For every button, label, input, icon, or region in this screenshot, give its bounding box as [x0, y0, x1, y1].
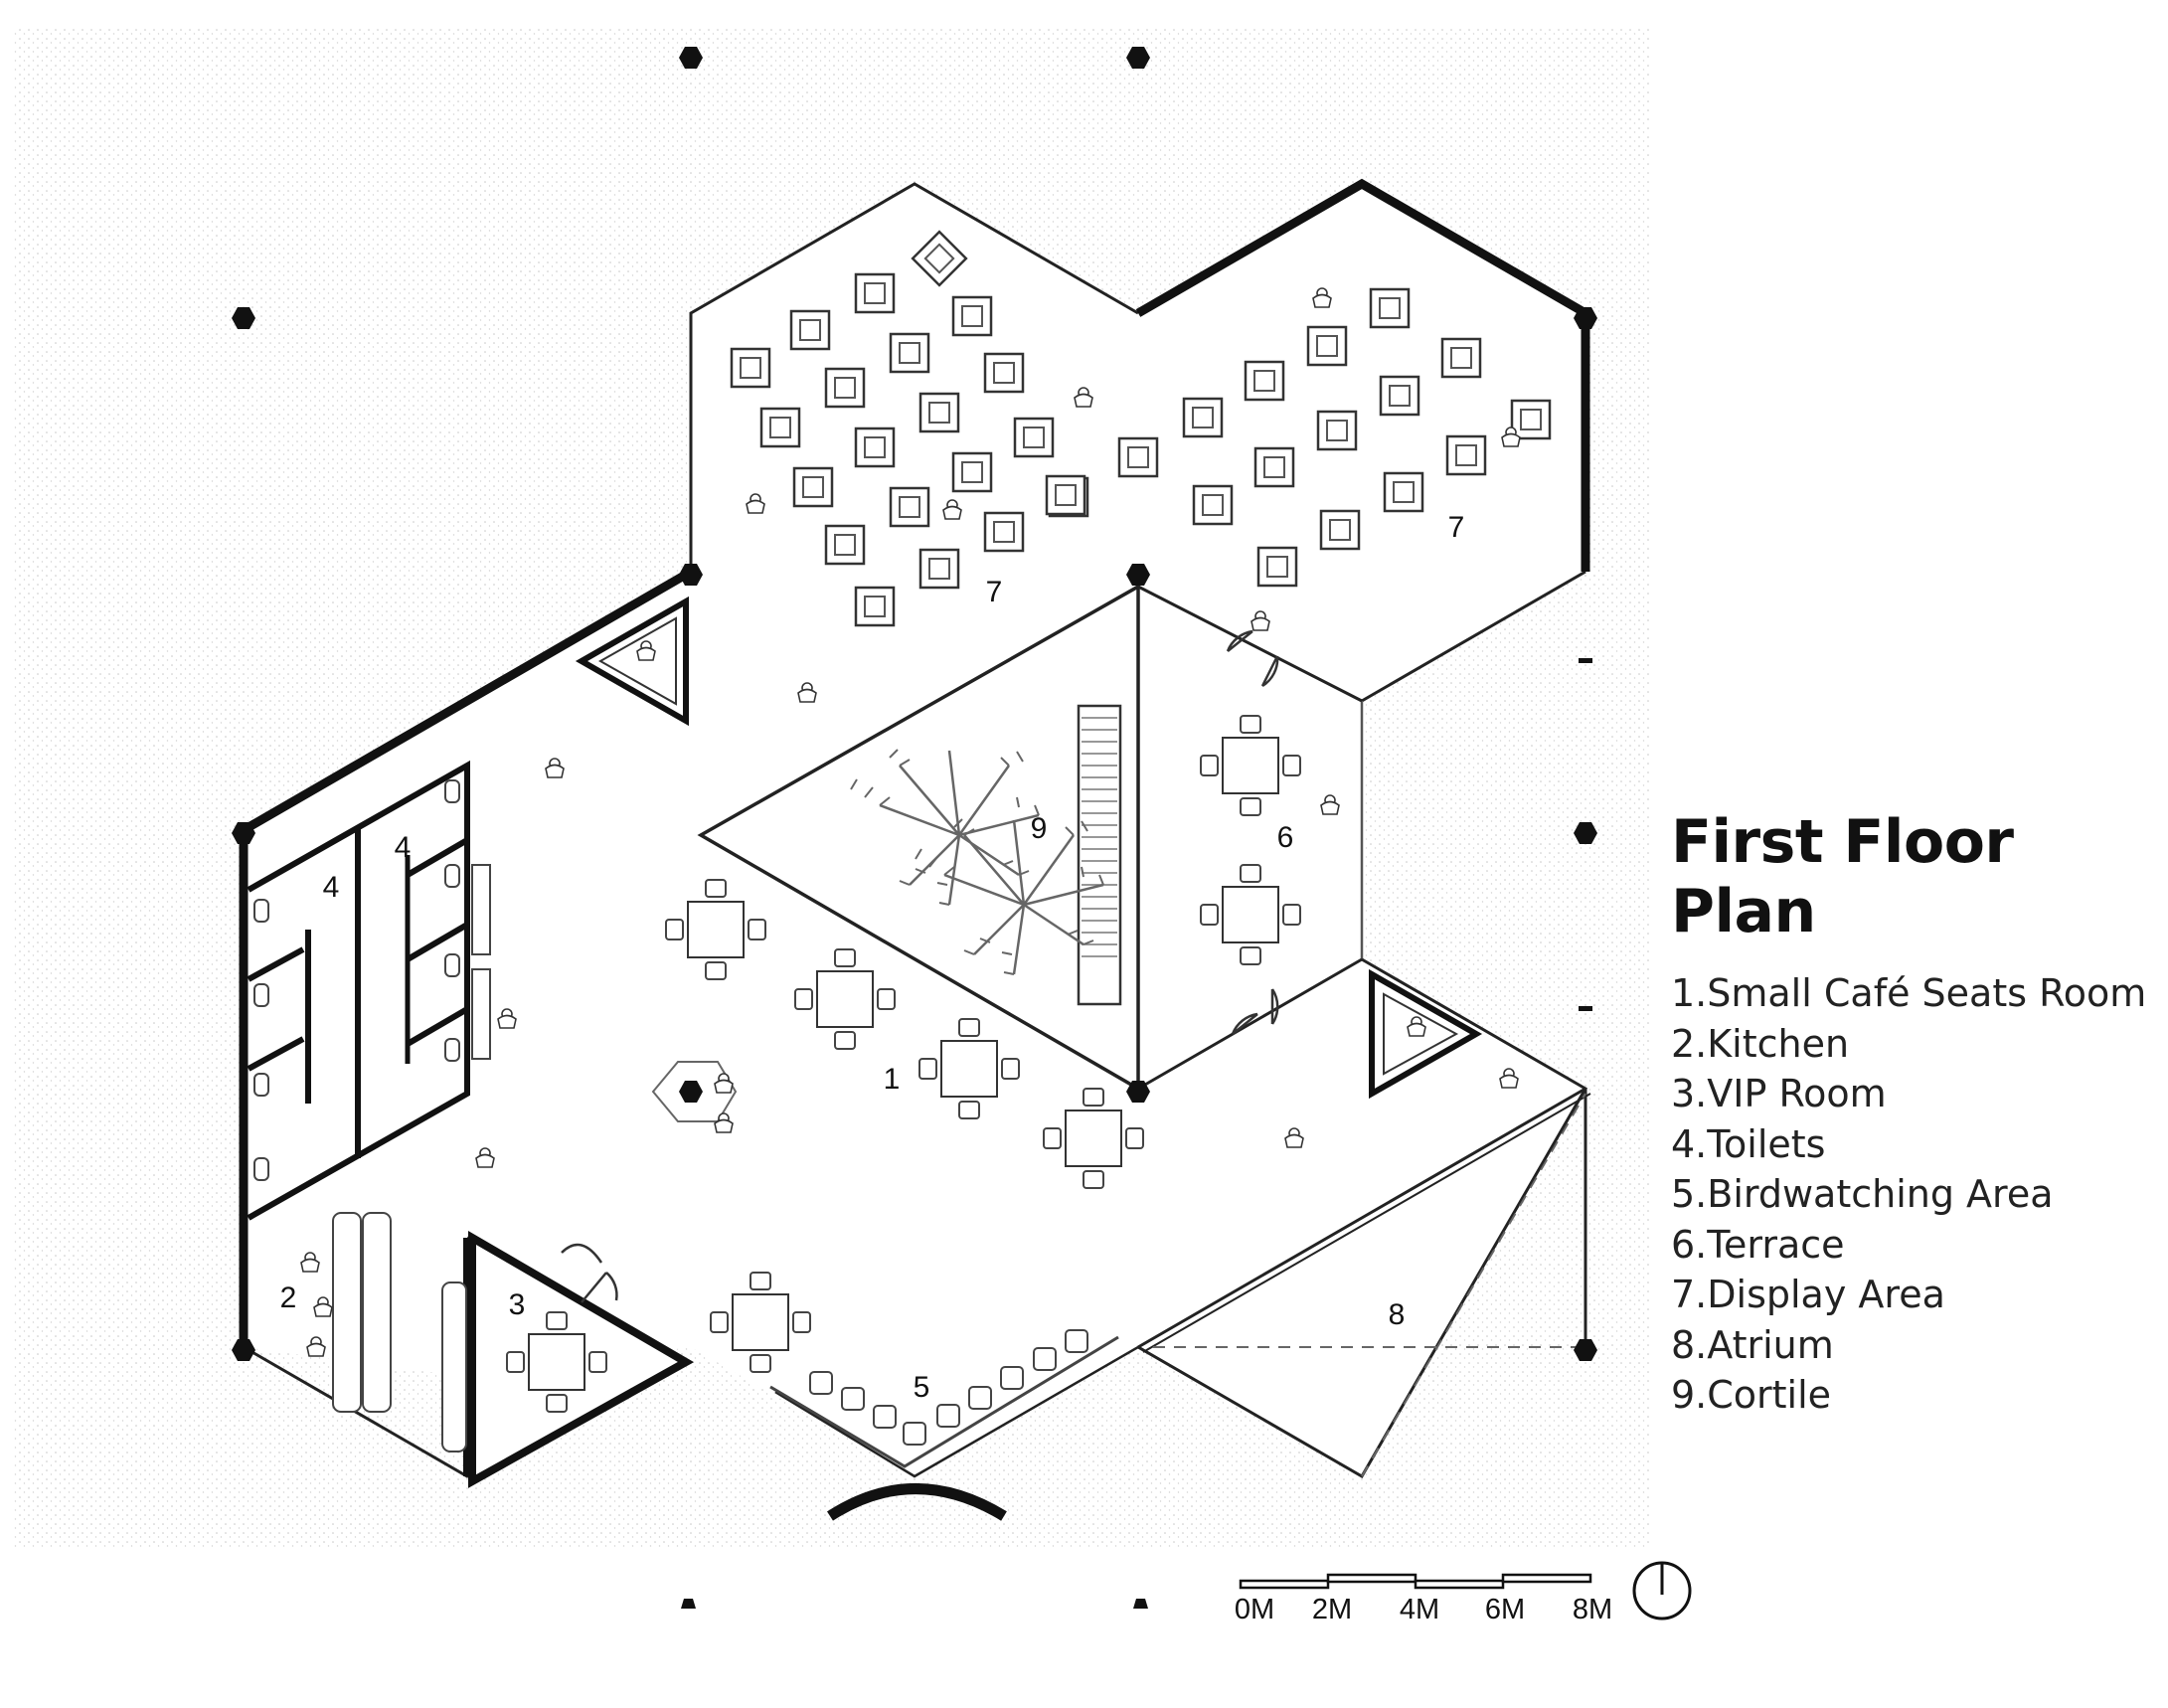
birdwatching-bench [769, 1335, 1119, 1468]
scale-label-2: 2M [1312, 1594, 1352, 1625]
lightwell-west [575, 596, 689, 727]
doors [581, 629, 1279, 1303]
atrium [1137, 1087, 1591, 1477]
north-arrow-icon [1632, 1561, 1692, 1621]
label-atrium: 8 [1389, 1298, 1406, 1331]
label-toilets-left: 4 [323, 871, 340, 904]
legend-item: 7.Display Area [1671, 1273, 1945, 1316]
legend-item: 5.Birdwatching Area [1671, 1172, 2054, 1216]
scale-label-8: 8M [1573, 1594, 1612, 1625]
label-toilets-right: 4 [395, 831, 412, 864]
structural-columns [232, 47, 1597, 1609]
cortile-courtyard [697, 583, 1140, 1093]
legend-list: 1.Small Café Seats Room 2.Kitchen 3.VIP … [1671, 968, 2147, 1421]
label-vip: 3 [509, 1288, 526, 1321]
terrace-boundary [1137, 585, 1363, 703]
birdwatching-seats [809, 1329, 1088, 1446]
scale-bar: 0M 2M 4M 6M 8M [1235, 1573, 1612, 1625]
label-cafe: 1 [884, 1063, 901, 1096]
label-birdwatching: 5 [914, 1371, 930, 1404]
legend-item: 6.Terrace [1671, 1222, 1845, 1267]
scale-label-6: 6M [1485, 1594, 1525, 1625]
legend-item: 8.Atrium [1671, 1322, 1834, 1367]
scale-label-4: 4M [1400, 1594, 1439, 1625]
label-terrace: 6 [1277, 821, 1294, 854]
scale-label-0: 0M [1235, 1594, 1274, 1625]
stair [1077, 704, 1122, 1006]
toilet-fixtures [253, 779, 491, 1181]
legend-item: 1.Small Café Seats Room [1671, 971, 2147, 1015]
label-kitchen: 2 [280, 1281, 297, 1314]
room-labels: 1 2 3 4 4 5 6 7 7 8 9 [280, 511, 1465, 1404]
label-display-left: 7 [986, 576, 1003, 608]
legend-item: 9.Cortile [1671, 1373, 1832, 1417]
entrance-canopy [827, 1483, 1007, 1521]
kitchen-counters [332, 1212, 467, 1452]
toilets-block [247, 760, 470, 1221]
label-display-right: 7 [1448, 511, 1465, 544]
legend-item: 2.Kitchen [1671, 1021, 1850, 1066]
legend-item: 4.Toilets [1671, 1121, 1826, 1166]
legend: First Floor Plan 1.Small Café Seats Room… [1671, 807, 2147, 1421]
legend-item: 3.VIP Room [1671, 1072, 1887, 1115]
label-cortile: 9 [1031, 812, 1048, 845]
plan-title: First Floor Plan [1671, 807, 2014, 946]
vip-room [468, 1231, 695, 1488]
